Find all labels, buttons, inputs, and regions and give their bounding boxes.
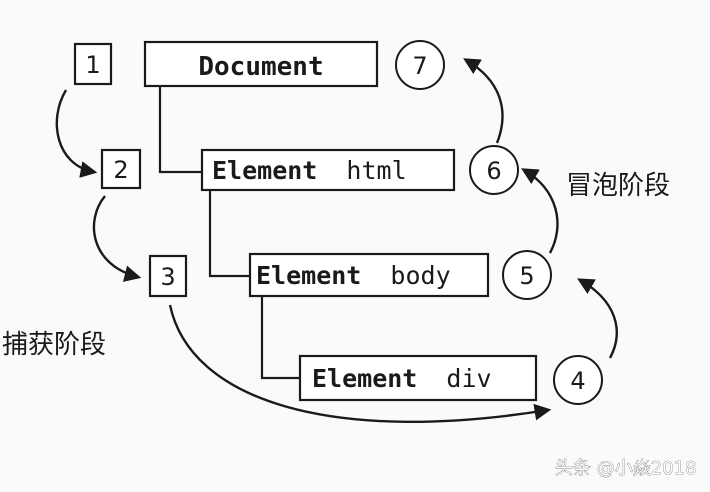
svg-text:Element div: Element div [312,364,492,393]
bubble-arrow-5-6 [521,168,559,254]
bubble-arrow-4-5 [577,278,618,359]
svg-text:6: 6 [486,157,501,185]
svg-text:1: 1 [85,51,100,79]
node-div-tag: div [446,364,491,393]
watermark: 头条 @小焱2018 [555,458,697,479]
capture-arrow-1-2 [55,89,98,178]
node-document-label: Document [198,52,323,82]
bubble-step-7: 7 [395,40,445,90]
capture-arrow-2-3 [92,195,142,282]
capture-step-3: 3 [148,254,188,298]
bubble-step-5: 5 [502,250,552,300]
capture-arrow-3-4 [168,304,552,424]
tree-line-document-html [158,86,202,174]
bubble-arrow-6-7 [463,58,504,144]
tree-line-body-div [260,296,300,380]
bubble-step-6: 6 [469,145,519,195]
node-html-tag: html [346,156,406,185]
capture-step-2: 2 [100,148,142,190]
node-div-type: Element [312,364,417,393]
node-div: Element div [298,354,538,402]
svg-text:Element html: Element html [212,156,407,185]
svg-text:Element body: Element body [256,261,451,290]
node-body-type: Element [256,261,361,290]
node-body-tag: body [390,261,450,290]
capture-step-1: 1 [73,42,113,86]
tree-line-html-body [208,190,250,278]
node-html: Element html [200,148,456,192]
svg-text:2: 2 [113,156,128,184]
node-document: Document [143,40,379,88]
svg-text:4: 4 [570,367,585,395]
svg-text:3: 3 [160,263,175,291]
capture-phase-label: 捕获阶段 [2,330,106,360]
node-body: Element body [248,252,490,298]
bubble-phase-label: 冒泡阶段 [566,171,670,201]
bubble-step-4: 4 [553,355,603,405]
node-html-type: Element [212,156,317,185]
svg-text:5: 5 [519,262,534,290]
svg-text:7: 7 [412,52,427,80]
